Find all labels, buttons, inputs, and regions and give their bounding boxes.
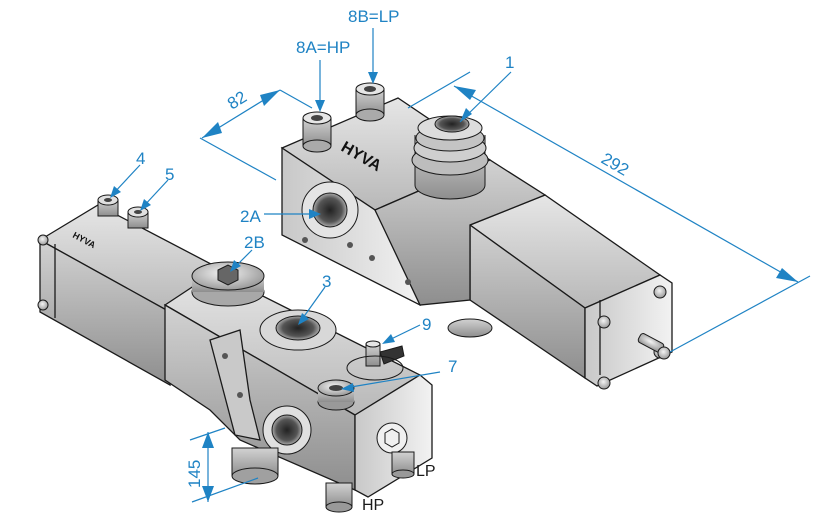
port-2a-bore: [312, 192, 348, 228]
front-solenoid-side: [39, 238, 171, 387]
label-7: 7: [448, 357, 457, 376]
port-5-fitting: [127, 206, 149, 229]
front-side-port-bore: [271, 414, 303, 446]
label-8a: 8A=HP: [296, 38, 350, 57]
label-4: 4: [136, 149, 145, 168]
rear-connector: [637, 333, 671, 360]
front-valve: HYVA: [37, 194, 433, 513]
port-9-needle-valve: [365, 340, 405, 367]
rear-block-side: [374, 159, 547, 306]
label-1: 1: [505, 53, 514, 72]
port-mark-hp: HP: [362, 497, 384, 514]
rear-valve: HYVA: [280, 82, 673, 390]
label-2b: 2B: [244, 233, 265, 252]
port-mark-lp: LP: [416, 463, 436, 480]
port-7-fitting: [317, 379, 355, 411]
port-8a-fitting: [302, 111, 332, 153]
dimension-145-label: 145: [185, 460, 204, 488]
dimension-82-label: 82: [224, 87, 250, 113]
dimension-292-label: 292: [598, 149, 632, 180]
dimension-82: [199, 89, 313, 181]
front-hex-plug: [376, 422, 408, 454]
port-lp-fitting: [391, 451, 415, 479]
rear-screw: [597, 376, 611, 390]
rear-bottom-fitting: [447, 318, 493, 338]
label-3: 3: [322, 272, 331, 291]
port-8b-fitting: [355, 82, 385, 122]
leader-lines: [110, 28, 512, 392]
rear-screw: [653, 285, 667, 299]
port-4-fitting: [97, 194, 119, 217]
label-9: 9: [422, 315, 431, 334]
rear-solenoid-end: [584, 274, 673, 387]
port-2b-plug: [191, 261, 265, 307]
port-hp-fitting: [325, 482, 353, 513]
rear-screw: [597, 315, 611, 329]
front-bottom-large-fitting: [231, 447, 279, 485]
port-3-bore: [275, 315, 321, 341]
label-2a: 2A: [240, 207, 261, 226]
dimension-145: [189, 427, 259, 503]
rear-port-p-fitting: [411, 115, 489, 200]
dimension-292: [407, 71, 811, 353]
label-5: 5: [165, 165, 174, 184]
label-8b: 8B=LP: [348, 7, 400, 26]
